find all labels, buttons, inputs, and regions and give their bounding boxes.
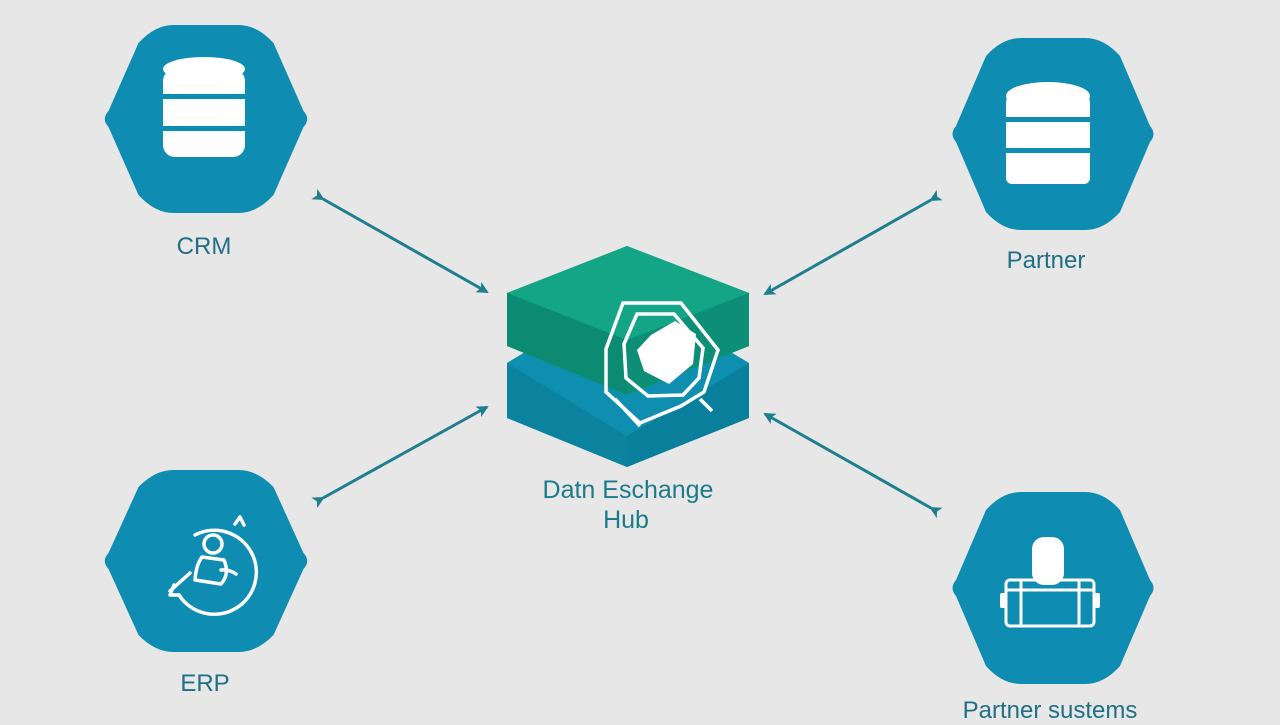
- node-partner-systems: [952, 492, 1154, 684]
- connector-partner-systems-hub: [763, 412, 943, 519]
- connector-crm-hub: [311, 188, 489, 294]
- toolbox-icon: [1000, 537, 1100, 628]
- hub-label: Datn Eschange Hub: [500, 475, 756, 535]
- connector-partner-hub: [763, 189, 943, 296]
- database-icon: [1006, 82, 1090, 184]
- partner-label: Partner: [1006, 247, 1086, 274]
- hub-node: [507, 246, 749, 467]
- crm-label: CRM: [176, 233, 232, 260]
- sync-icon: [168, 515, 259, 617]
- connector-erp-hub: [311, 405, 489, 509]
- node-partner: [952, 38, 1154, 230]
- node-crm: [104, 25, 308, 213]
- hub-icon: [604, 301, 720, 428]
- database-icon: [163, 57, 245, 157]
- node-erp: [104, 470, 308, 652]
- hub-label-line-2: Hub: [603, 506, 649, 534]
- partner-systems-label: Partner sustems: [962, 697, 1138, 724]
- erp-label: ERP: [180, 670, 230, 697]
- hub-label-line-1: Datn Eschange: [542, 476, 714, 504]
